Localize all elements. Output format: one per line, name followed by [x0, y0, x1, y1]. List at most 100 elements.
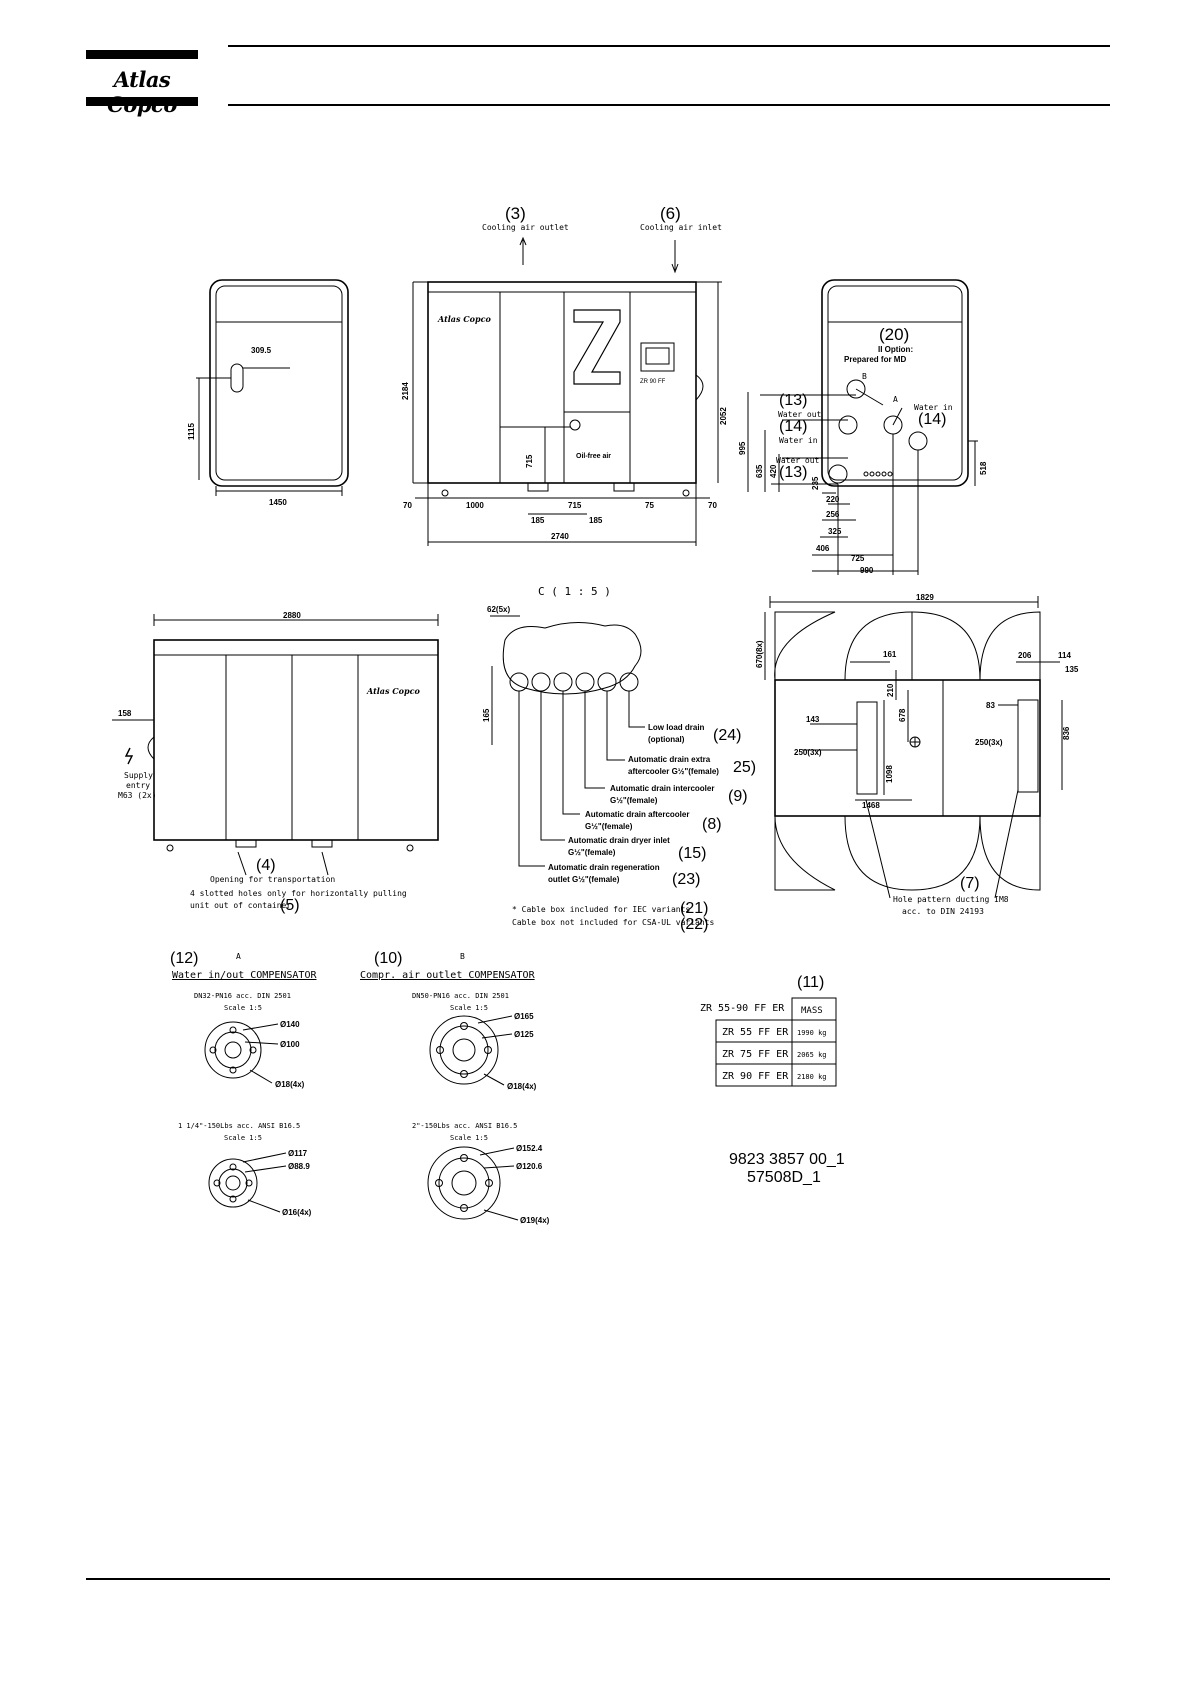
logo-wordmark: Atlas Copco [107, 67, 177, 117]
drain-0-line1: Low load drain [648, 723, 705, 732]
duct-hole-pattern-left [856, 701, 878, 795]
dim-62: 62(5x) [487, 605, 510, 614]
dim-250-a: 250(3x) [794, 748, 822, 757]
compensator-water: (12) A Water in/out COMPENSATOR DN32-PN1… [170, 950, 317, 1217]
dim-420: 420 [769, 464, 778, 478]
dim-250-b: 250(3x) [975, 738, 1003, 747]
d120: Ø120.6 [516, 1162, 543, 1171]
mass-row-0-model: ZR 55 FF ER [722, 1027, 789, 1038]
control-display [640, 342, 675, 372]
dim-83: 83 [986, 701, 995, 710]
mass-row-2-model: ZR 90 FF ER [722, 1071, 789, 1082]
air-scale-2: Scale 1:5 [450, 1134, 488, 1142]
dim-1450: 1450 [269, 498, 287, 507]
drain-0-line2: (optional) [648, 735, 685, 744]
door-swing-4 [844, 815, 981, 891]
front-brand-badge: Atlas Copco [437, 314, 491, 324]
dim-1000: 1000 [466, 501, 484, 510]
top-view: 1829 670(8x) 161 206 114 135 210 678 143… [755, 593, 1079, 916]
slotted-line1: 4 slotted holes only for horizontally pu… [190, 889, 407, 898]
drain-3-ref: (8) [702, 816, 722, 833]
drain-3-line2: G½"(female) [585, 822, 633, 831]
water-spec-1: DN32-PN16 acc. DIN 2501 [194, 992, 291, 1000]
dim-715-vert: 715 [525, 454, 534, 468]
detail-c-title: C ( 1 : 5 ) [538, 585, 611, 598]
dim-1829: 1829 [916, 593, 934, 602]
dim-1115: 1115 [187, 423, 196, 440]
ref-20: (20) [879, 325, 909, 344]
d125: Ø125 [514, 1030, 534, 1039]
header-rule-top [228, 45, 1110, 47]
cable-note-1: * Cable box included for IEC variants [512, 905, 690, 914]
ref-14-a: (14) [779, 418, 807, 435]
drain-2-line2: G½"(female) [610, 796, 658, 805]
cooling-air-inlet-label: Cooling air inlet [640, 223, 722, 232]
ref-21: (21) [680, 900, 708, 917]
dim-670: 670(8x) [755, 640, 764, 668]
ref-13-b: (13) [779, 464, 807, 481]
dim-1468: 1468 [862, 801, 880, 810]
mark-a: A [893, 395, 898, 404]
detail-c: C ( 1 : 5 ) 62(5x) 165 Low load drain (o… [482, 585, 756, 933]
dim-725: 725 [851, 554, 865, 563]
drain-4-ref: (15) [678, 845, 706, 862]
ref-5: (5) [280, 897, 300, 914]
door-swing-3 [774, 815, 836, 891]
water-scale-2: Scale 1:5 [224, 1134, 262, 1142]
opening-label: Opening for transportation [210, 875, 335, 884]
duct-hole-pattern-right [1017, 699, 1039, 793]
drain-2-ref: (9) [728, 788, 748, 805]
oilfree-badge: Oil-free air [576, 453, 611, 460]
dim-995: 995 [738, 441, 747, 455]
drain-0-ref: (24) [713, 727, 741, 744]
logo-bar-bottom [86, 97, 198, 106]
air-spec-1: DN50-PN16 acc. DIN 2501 [412, 992, 509, 1000]
compensator-air: (10) B Compr. air outlet COMPENSATOR DN5… [360, 950, 550, 1225]
dim-158: 158 [118, 709, 132, 718]
footer-rule [86, 1578, 1110, 1580]
mass-row-1-mass: 2065 kg [797, 1051, 827, 1059]
d140: Ø140 [280, 1020, 300, 1029]
dim-143: 143 [806, 715, 820, 724]
d117: Ø117 [288, 1149, 308, 1158]
hole-pattern-line2: acc. to DIN 24193 [902, 907, 984, 916]
door-swing-1 [774, 611, 836, 681]
dim-325: 325 [828, 527, 842, 536]
dim-206: 206 [1018, 651, 1032, 660]
water-scale-1: Scale 1:5 [224, 1004, 262, 1012]
ref-14-b: (14) [918, 411, 946, 428]
dim-165: 165 [482, 708, 491, 722]
rear-view: 2880 158 Atlas Copco Supply entry M63 (2… [112, 611, 439, 914]
d18-water: Ø18(4x) [275, 1080, 305, 1089]
dim-518: 518 [979, 461, 988, 475]
drain-1-line1: Automatic drain extra [628, 755, 711, 764]
drain-5-ref: (23) [672, 871, 700, 888]
mass-row-1-model: ZR 75 FF ER [722, 1049, 789, 1060]
d100: Ø100 [280, 1040, 300, 1049]
water-out-b: Water out [776, 456, 820, 465]
ref-4: (4) [256, 857, 276, 874]
ref-10: (10) [374, 950, 402, 967]
dim-1098: 1098 [885, 765, 894, 783]
dim-70-left: 70 [403, 501, 412, 510]
water-in-a: Water in [779, 436, 818, 445]
header-rule-bottom [228, 104, 1110, 106]
air-scale-1: Scale 1:5 [450, 1004, 488, 1012]
air-comp-title: Compr. air outlet COMPENSATOR [360, 970, 536, 981]
dim-2880: 2880 [283, 611, 301, 620]
hole-pattern-line1: Hole pattern ducting IM8 [893, 895, 1009, 904]
dim-715-horiz: 715 [568, 501, 582, 510]
drain-4-line2: G½"(female) [568, 848, 616, 857]
dim-2740: 2740 [551, 532, 569, 541]
dim-185-b: 185 [589, 516, 603, 525]
ref-6: (6) [660, 204, 681, 223]
ref-7: (7) [960, 875, 980, 892]
cooling-air-outlet-label: Cooling air outlet [482, 223, 569, 232]
logo-bar-top [86, 50, 198, 59]
model-badge: ZR 90 FF [640, 379, 666, 385]
ref-12: (12) [170, 950, 198, 967]
cable-note-2: Cable box not included for CSA-UL varian… [512, 918, 714, 927]
rear-brand-badge: Atlas Copco [366, 686, 420, 696]
dim-635: 635 [755, 464, 764, 478]
mass-row-2-mass: 2180 kg [797, 1073, 827, 1081]
